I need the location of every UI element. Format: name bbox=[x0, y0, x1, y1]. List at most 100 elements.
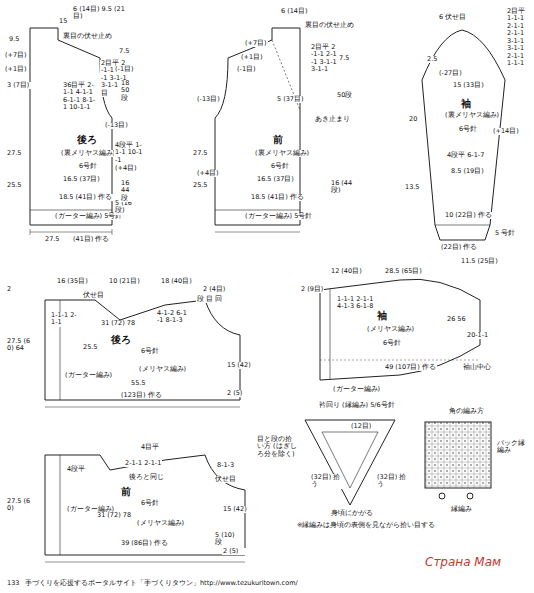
dimension-label: 11.5 (25目) bbox=[460, 258, 502, 265]
dimension-label: 10 (22目) 作る bbox=[444, 212, 493, 219]
piece-name: 後ろ bbox=[110, 334, 132, 346]
dimension-label: 12 (40目) bbox=[330, 268, 363, 275]
dimension-label: 16 (35目) bbox=[56, 278, 89, 285]
dimension-label: 4-1-2 6-1-1 8-1-3 bbox=[156, 310, 190, 325]
dimension-label: 5 (37目) bbox=[276, 96, 305, 103]
dimension-label: 31 (72) 78 bbox=[96, 512, 132, 519]
dimension-label: 6号針 bbox=[382, 340, 402, 347]
dimension-label: 身頃にかがる bbox=[330, 510, 374, 517]
dimension-label: 18 50 段 bbox=[120, 80, 136, 102]
dimension-label: あき止まり bbox=[314, 116, 351, 123]
dimension-label: 50段 bbox=[336, 92, 353, 99]
dimension-label: 後ろと同じ bbox=[128, 474, 165, 481]
dimension-label: 27.5 bbox=[6, 150, 22, 157]
piece-name: 袖 bbox=[460, 98, 472, 110]
dimension-label: 15 (42) bbox=[226, 362, 252, 369]
dimension-label: 25.5 bbox=[82, 344, 98, 351]
dimension-label: 手づくりを応援するポータルサイト「手づくりタウン」http://www.tezu… bbox=[24, 580, 299, 587]
dimension-label: 4段平 bbox=[66, 466, 86, 473]
dimension-label: 25.5 bbox=[192, 182, 208, 189]
dimension-label: 角の編み方 bbox=[448, 408, 485, 415]
dimension-label: (-1目) bbox=[236, 66, 257, 73]
dimension-label: 15 (42) bbox=[222, 506, 248, 513]
dimension-label: (ガーター編み) 5号針 bbox=[244, 213, 316, 220]
dimension-label: 27.5 (60) 64 bbox=[6, 338, 32, 353]
dimension-label: 18 (40目) bbox=[160, 278, 193, 285]
dimension-label: (メリヤス編み) bbox=[138, 366, 187, 373]
dimension-label: 20-1-1 bbox=[466, 332, 489, 339]
dimension-label: 伏せ目 bbox=[82, 292, 105, 299]
dimension-label: ※縁編みは身頃の表側を見ながら拾い目する bbox=[296, 522, 436, 529]
dimension-label: 16 (44段) bbox=[330, 180, 358, 195]
dimension-label: 49 (107目) 作る bbox=[384, 364, 437, 371]
dimension-label: (+7目) bbox=[4, 52, 28, 59]
dimension-label: 伏せ目 bbox=[214, 476, 237, 483]
dimension-label: (裏メリヤス編み) bbox=[60, 150, 116, 157]
dimension-label: (+14目) bbox=[492, 128, 520, 135]
dimension-label: 6号針 bbox=[140, 348, 160, 355]
dimension-label: 6 (14目) 9.5 (21目) bbox=[72, 6, 134, 21]
dimension-label: 縁編み bbox=[450, 506, 473, 513]
dimension-label: 27.5 (60) bbox=[6, 498, 32, 513]
dimension-label: (裏メリヤス編み) bbox=[444, 112, 500, 119]
dimension-label: 25.5 bbox=[6, 182, 22, 189]
dimension-label: (メリヤス編み) bbox=[366, 326, 415, 333]
dimension-label: 目と段の拾い方 (はぎしろ分を除く) bbox=[256, 436, 298, 458]
dimension-label: 2 (5) bbox=[222, 548, 248, 555]
dimension-label: 7.5 bbox=[338, 55, 350, 62]
dimension-label: (+1目) bbox=[240, 54, 264, 61]
dimension-label: 2目平 1-1-1 2-1-1 2-1-1 3-1-1 3-1-1 2-1-1 … bbox=[506, 8, 530, 68]
dimension-label: (+1目) bbox=[4, 66, 28, 73]
dimension-label: 16.5 (37目) bbox=[62, 176, 101, 183]
dimension-label: 4目平 bbox=[140, 444, 160, 451]
dimension-label: (+7目) bbox=[244, 40, 268, 47]
dimension-label: 2.5 bbox=[426, 56, 438, 63]
dimension-label: 2 (9目) bbox=[300, 286, 324, 293]
dimension-label: 133 bbox=[6, 580, 20, 587]
dimension-label: 6号針 bbox=[458, 126, 478, 133]
dimension-label: 1-1-1 2-1-1 bbox=[50, 312, 78, 327]
dimension-label: 6 伏せ目 bbox=[438, 14, 467, 21]
dimension-label: (123目) 作る bbox=[120, 392, 163, 399]
dimension-label: (32目) 拾う bbox=[376, 474, 408, 489]
dimension-label: 10 (21目) bbox=[108, 278, 141, 285]
piece-name: 後ろ bbox=[76, 134, 98, 146]
dimension-label: 5 号針 bbox=[494, 230, 526, 237]
dimension-label: 18.5 (41目) 作る bbox=[58, 194, 120, 201]
dimension-label: (22目) 作る bbox=[440, 244, 478, 251]
dimension-label: 13.5 bbox=[404, 184, 420, 191]
dimension-label: (-27目) bbox=[438, 70, 463, 77]
dimension-label: (ガーター編み) bbox=[64, 372, 113, 379]
dimension-label: 6号針 bbox=[140, 500, 160, 507]
dimension-label: 28.5 (65目) bbox=[384, 268, 423, 275]
dimension-label: 36目平 2-1-1 4-1-1 6-1-1 8-1-1 10-1-1 bbox=[62, 82, 98, 112]
dimension-label: 16 44段 bbox=[120, 180, 136, 202]
dimension-label: 2 bbox=[6, 286, 12, 293]
dimension-label: 27.5 bbox=[192, 150, 208, 157]
dimension-label: パック縁編み bbox=[496, 440, 528, 455]
piece-name: 袖 bbox=[376, 310, 388, 322]
piece-name: 前 bbox=[120, 486, 132, 498]
dimension-label: (-13目) bbox=[196, 96, 221, 103]
dimension-label: 2-1-1 2-1-1 bbox=[124, 460, 162, 467]
dimension-label: 2 (4目) bbox=[202, 286, 226, 293]
dimension-label: 7.5 bbox=[118, 48, 130, 55]
dimension-label: 3 (7目) bbox=[6, 82, 38, 89]
dimension-label: 39 (86目) 作る bbox=[120, 540, 169, 547]
dimension-label: (41目) 作る bbox=[72, 236, 110, 243]
dimension-label: 8-1-3 bbox=[216, 462, 235, 469]
dimension-label: (-1目) bbox=[114, 66, 135, 73]
dimension-label: 8.5 (19目) bbox=[450, 168, 485, 175]
dimension-label: 16.5 (37目) bbox=[256, 176, 295, 183]
dimension-label: (裏メリヤス編み) bbox=[254, 150, 310, 157]
dimension-label: 1-1-1 2-1-1 4-1-3 6-1-8 bbox=[336, 296, 378, 311]
dimension-label: 15 bbox=[58, 18, 68, 25]
dimension-label: (32目) 拾う bbox=[310, 474, 342, 489]
dimension-label: (12目) bbox=[350, 423, 372, 430]
dimension-label: 9.5 bbox=[8, 36, 20, 43]
dimension-label: 裏目の伏せ止め bbox=[62, 33, 113, 40]
dimension-label: 6 (14目) bbox=[280, 8, 309, 15]
dimension-label: 6号針 bbox=[270, 163, 290, 170]
dimension-label: 2目平 2-1-1 2-1-1 3-1-1 3-1-1 bbox=[310, 44, 338, 74]
